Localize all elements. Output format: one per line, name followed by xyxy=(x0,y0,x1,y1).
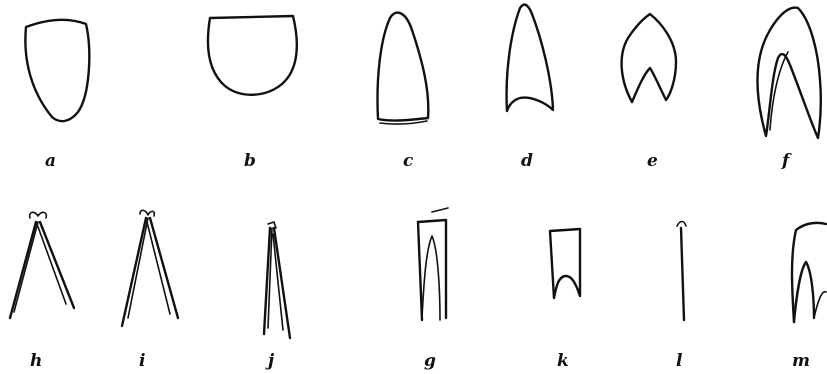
label-d: d xyxy=(521,151,533,171)
shape-b xyxy=(208,16,297,95)
shape-d xyxy=(507,5,553,111)
shape-c xyxy=(378,13,429,124)
shape-a xyxy=(25,20,89,121)
shape-e xyxy=(622,14,676,102)
label-g: g xyxy=(424,351,436,371)
label-e: e xyxy=(647,151,658,171)
shape-j xyxy=(264,222,290,338)
shape-i xyxy=(122,210,178,326)
label-b: b xyxy=(244,151,256,171)
shape-g xyxy=(418,208,448,320)
shape-h xyxy=(10,212,74,318)
shape-m xyxy=(792,223,826,322)
label-f: f xyxy=(781,151,792,171)
label-k: k xyxy=(557,351,569,371)
label-a: a xyxy=(45,151,56,171)
label-j: j xyxy=(265,351,275,371)
shape-l xyxy=(677,222,686,321)
shape-f xyxy=(758,8,821,138)
label-h: h xyxy=(30,351,42,371)
label-l: l xyxy=(676,351,683,371)
label-c: c xyxy=(403,151,414,171)
label-i: i xyxy=(139,351,145,371)
shape-k xyxy=(550,229,580,298)
label-m: m xyxy=(792,351,810,371)
